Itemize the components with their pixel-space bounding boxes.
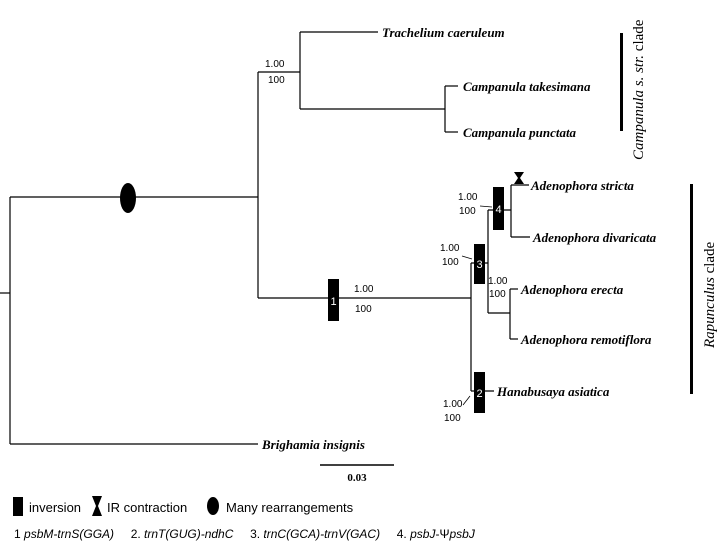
- inversion-marker-1-label: 1: [330, 296, 336, 308]
- taxon-divaricata: Adenophora divaricata: [532, 230, 657, 245]
- legend: inversion IR contraction Many rearrangem…: [13, 496, 354, 516]
- legend-many-rearrangements-icon: [207, 497, 219, 515]
- support-hanabusaya-bs: 100: [444, 413, 461, 424]
- support-hanabusaya-leader: [462, 395, 471, 406]
- inversion-key: 1 psbM-trnS(GGA) 2. trnT(GUG)-ndhC 3. tr…: [14, 527, 476, 541]
- taxon-brighamia: Brighamia insignis: [261, 437, 365, 452]
- taxon-stricta: Adenophora stricta: [530, 178, 634, 193]
- inversion-marker-2: [474, 372, 485, 413]
- legend-many-rearrangements-label: Many rearrangements: [226, 500, 354, 515]
- inversion-marker-2-label: 2: [476, 388, 482, 400]
- support-stricta-divaricata-bs: 100: [459, 206, 476, 217]
- legend-ir-contraction-icon: [92, 496, 102, 516]
- taxon-punctata: Campanula punctata: [463, 125, 577, 140]
- support-campanula-bs: 100: [268, 75, 285, 86]
- support-adenophora-pp: 1.00: [440, 243, 460, 254]
- taxon-takesimana: Campanula takesimana: [463, 79, 591, 94]
- legend-inversion-label: inversion: [29, 500, 81, 515]
- inversion-marker-3-label: 3: [476, 259, 482, 271]
- rapunculus-clade-bar: [690, 184, 693, 394]
- support-adenophora-leader: [461, 255, 473, 260]
- taxon-labels: Trachelium caeruleum Campanula takesiman…: [261, 25, 657, 452]
- support-stricta-divaricata-pp: 1.00: [458, 192, 478, 203]
- campanula-clade-label: Campanula s. str. clade: [631, 19, 647, 160]
- inversion-marker-3: [474, 244, 485, 284]
- support-erecta-remotiflora-pp: 1.00: [488, 276, 508, 287]
- legend-inversion-icon: [13, 497, 23, 516]
- rapunculus-clade-label: Rapunculus clade: [702, 241, 718, 349]
- support-adenophora-bs: 100: [442, 257, 459, 268]
- support-campanula-pp: 1.00: [265, 59, 285, 70]
- support-values: 1.00 100 1.00 100 1.00 100 1.00 100 1.00…: [265, 59, 508, 424]
- ir-contraction-marker: [514, 172, 524, 184]
- taxon-remotiflora: Adenophora remotiflora: [520, 332, 652, 347]
- support-stricta-divaricata-leader: [479, 205, 493, 208]
- tree-branches: [0, 31, 530, 445]
- inversion-key-text: 1 psbM-trnS(GGA) 2. trnT(GUG)-ndhC 3. tr…: [14, 527, 476, 541]
- inversion-marker-1: [328, 279, 339, 321]
- taxon-trachelium: Trachelium caeruleum: [382, 25, 505, 40]
- support-rapunculus-pp: 1.00: [354, 284, 374, 295]
- scale-bar: 0.03: [320, 464, 394, 484]
- taxon-erecta: Adenophora erecta: [520, 282, 624, 297]
- campanula-clade-bar: [620, 33, 623, 131]
- many-rearrangements-marker: [120, 183, 136, 213]
- scale-bar-label: 0.03: [347, 472, 367, 484]
- structural-events: 1 2 3 4: [120, 172, 524, 413]
- legend-ir-contraction-label: IR contraction: [107, 500, 187, 515]
- taxon-hanabusaya: Hanabusaya asiatica: [496, 384, 610, 399]
- inversion-marker-4: [493, 187, 504, 230]
- clade-annotations: Campanula s. str. clade Rapunculus clade: [620, 19, 718, 394]
- inversion-marker-4-label: 4: [495, 204, 501, 216]
- support-hanabusaya-pp: 1.00: [443, 399, 463, 410]
- support-rapunculus-bs: 100: [355, 304, 372, 315]
- support-erecta-remotiflora-bs: 100: [489, 289, 506, 300]
